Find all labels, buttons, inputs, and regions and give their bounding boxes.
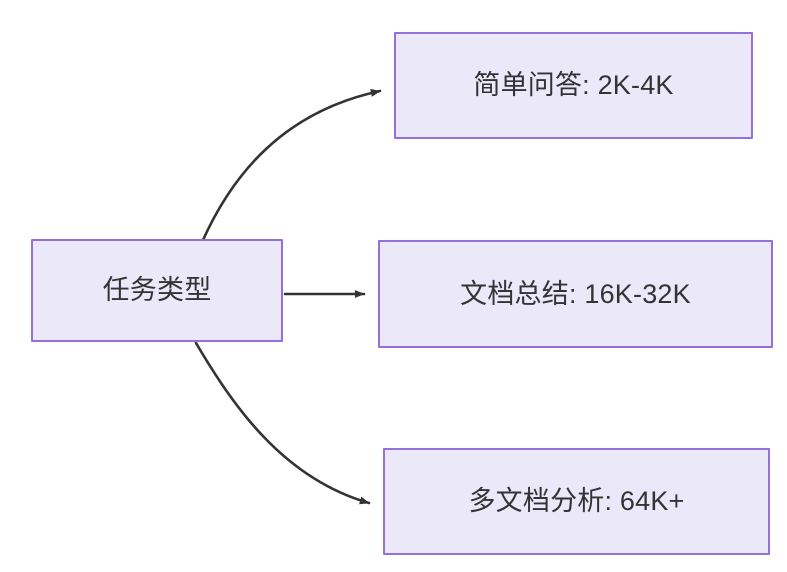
edge-root-to-multi-doc	[194, 341, 371, 505]
node-doc-summary[interactable]: 文档总结: 16K-32K	[378, 240, 773, 348]
edge-root-to-simple-qa	[201, 89, 382, 242]
node-doc-summary-label: 文档总结: 16K-32K	[460, 278, 691, 309]
node-task-type-label: 任务类型	[102, 275, 212, 306]
node-multi-doc-label: 多文档分析: 64K+	[468, 486, 685, 517]
node-multi-doc[interactable]: 多文档分析: 64K+	[383, 448, 770, 555]
node-simple-qa[interactable]: 简单问答: 2K-4K	[394, 32, 753, 139]
node-task-type[interactable]: 任务类型	[31, 239, 283, 342]
node-simple-qa-label: 简单问答: 2K-4K	[473, 70, 674, 101]
